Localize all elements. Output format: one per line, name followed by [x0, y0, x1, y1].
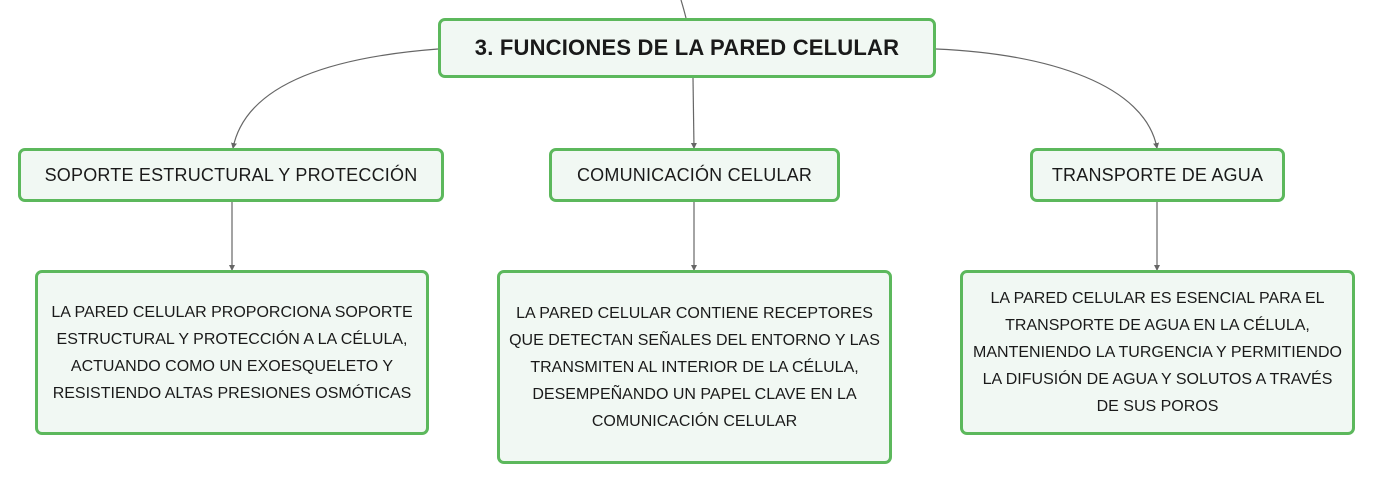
branch-label: SOPORTE ESTRUCTURAL Y PROTECCIÓN — [44, 164, 418, 185]
detail-text: LA PARED CELULAR PROPORCIONA SOPORTE EST… — [51, 303, 413, 402]
root-topic-node[interactable]: 3. FUNCIONES DE LA PARED CELULAR — [438, 18, 936, 78]
detail-node-transporte-de-agua[interactable]: LA PARED CELULAR ES ESENCIAL PARA EL TRA… — [960, 270, 1355, 435]
branch-label: TRANSPORTE DE AGUA — [1051, 164, 1264, 185]
detail-node-soporte-estructural[interactable]: LA PARED CELULAR PROPORCIONA SOPORTE EST… — [35, 270, 429, 435]
branch-node-comunicacion-celular[interactable]: COMUNICACIÓN CELULAR — [549, 148, 840, 202]
branch-node-transporte-de-agua[interactable]: TRANSPORTE DE AGUA — [1030, 148, 1285, 202]
connector-root-to-branch-3 — [935, 48, 1160, 149]
branch-label: COMUNICACIÓN CELULAR — [576, 164, 813, 185]
connector-root-to-branch-1 — [231, 48, 439, 149]
connector-root-to-branch-2 — [690, 77, 697, 149]
detail-node-comunicacion-celular[interactable]: LA PARED CELULAR CONTIENE RECEPTORES QUE… — [497, 270, 892, 464]
detail-text: LA PARED CELULAR ES ESENCIAL PARA EL TRA… — [973, 290, 1342, 415]
branch-node-soporte-estructural[interactable]: SOPORTE ESTRUCTURAL Y PROTECCIÓN — [18, 148, 444, 202]
detail-text: LA PARED CELULAR CONTIENE RECEPTORES QUE… — [509, 304, 880, 430]
connector-parent-to-root — [680, 0, 687, 19]
root-topic-title: 3. FUNCIONES DE LA PARED CELULAR — [474, 35, 900, 60]
